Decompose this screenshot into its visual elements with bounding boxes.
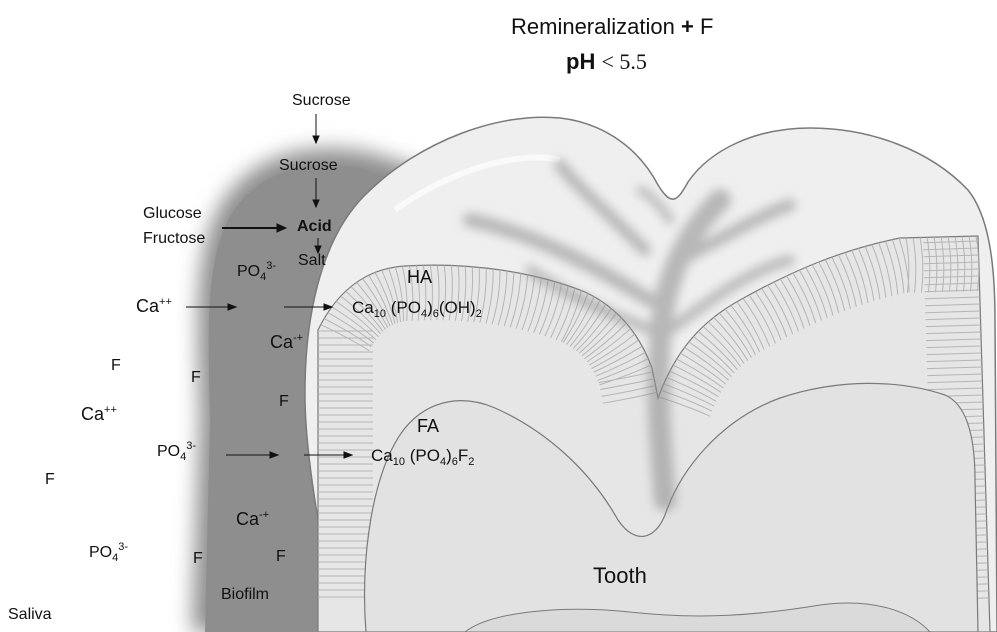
label-tooth: Tooth	[593, 565, 647, 587]
formula-fa: Ca10 (PO4)6F2	[371, 447, 474, 464]
label-ca-2: Ca-+	[270, 333, 303, 351]
label-po4-1: PO43-	[237, 264, 276, 280]
label-sucrose-top: Sucrose	[292, 93, 351, 109]
title-ph: pH	[566, 49, 595, 74]
label-acid: Acid	[297, 219, 332, 235]
label-glucose: Glucose	[143, 206, 202, 222]
title-remineralization: Remineralization	[511, 14, 675, 39]
label-ca-1: Ca++	[136, 297, 172, 315]
label-f-5: F	[193, 551, 203, 567]
label-f-1: F	[111, 358, 121, 374]
label-fa: FA	[417, 417, 439, 435]
title-line2: pH < 5.5	[566, 51, 647, 73]
title-ph-value: < 5.5	[601, 49, 646, 74]
title-plus: +	[681, 14, 694, 39]
label-po4-3: PO43-	[89, 545, 128, 561]
label-f-6: F	[276, 549, 286, 565]
label-salt: Salt	[298, 253, 326, 269]
label-biofilm: Biofilm	[221, 587, 269, 603]
formula-ha: Ca10 (PO4)6(OH)2	[352, 299, 482, 316]
title-line1: Remineralization + F	[511, 16, 713, 38]
label-f-2: F	[191, 370, 201, 386]
label-po4-2: PO43-	[157, 444, 196, 460]
title-f: F	[700, 14, 713, 39]
label-ca-4: Ca-+	[236, 510, 269, 528]
label-saliva: Saliva	[8, 607, 52, 623]
label-ha: HA	[407, 268, 432, 286]
label-sucrose-mid: Sucrose	[279, 158, 338, 174]
label-f-3: F	[279, 394, 289, 410]
label-ca-3: Ca++	[81, 405, 117, 423]
label-fructose: Fructose	[143, 231, 205, 247]
label-f-4: F	[45, 472, 55, 488]
